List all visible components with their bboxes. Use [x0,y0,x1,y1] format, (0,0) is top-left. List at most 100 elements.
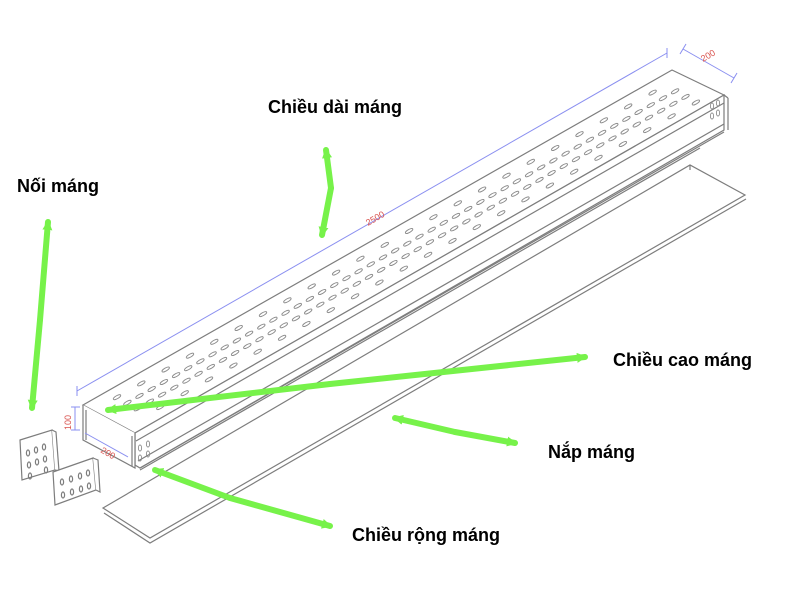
perforation-slot [389,260,398,266]
perforation-slot [210,338,219,345]
perforation-slot [123,399,132,406]
perforation-slot [559,163,568,170]
perforation-slot [307,283,316,290]
perforation-slot [547,170,556,176]
perforation-slot [378,254,388,261]
dimension-length: 2500 [364,209,386,228]
perforation-slot [622,115,631,122]
perforation-slot [161,366,170,373]
perforation-slot [464,205,473,212]
perforation-slot [135,392,144,399]
perforation-slot [159,379,169,385]
perforation-slot [599,117,609,124]
perforation-slot [234,325,243,331]
perforation-slot [399,265,408,272]
side-hole [715,99,721,107]
perforation-slot [244,330,254,337]
cover-arrow-right [452,429,518,447]
perforation-slot [316,301,325,308]
side-hole [137,454,143,462]
perforation-slot [537,164,546,171]
perforation-slot [401,253,410,260]
perforation-slot [610,122,619,129]
label-tray-width: Chiều rộng máng [352,525,500,545]
perforation-slot [342,275,351,282]
perforation-slot [157,391,167,398]
perforation-slot [583,149,593,156]
perforation-slot [498,197,508,204]
perforation-slot [425,239,435,246]
perforation-slot [476,199,485,205]
perforation-slot [429,214,438,221]
perforation-slot [448,237,457,244]
perforation-slot [380,241,389,248]
perforation-slot [524,171,534,178]
side-hole [709,102,715,110]
perforation-slot [477,186,487,193]
perforation-slot [230,350,240,356]
label-tray-cover: Nắp máng [548,442,636,462]
perforation-slot [451,212,461,219]
perforation-slot [681,93,690,100]
side-hole [709,112,715,120]
perforation-slot [437,232,447,239]
perforation-slot [253,348,262,355]
perforation-slot [218,356,228,363]
perforation-slot [267,329,276,336]
perforation-slot [413,246,422,253]
side-hole [715,109,721,117]
perforation-slot [545,182,555,189]
perforation-slot [377,266,386,273]
perforation-slot [112,394,122,401]
connector-plate-1 [19,429,60,481]
length-arrow-down [318,185,334,238]
perforation-slot [502,172,511,179]
perforation-slot [185,352,195,359]
perforation-slot [512,178,522,185]
perforation-slot [597,129,607,136]
perforation-slot [255,336,264,343]
perforation-slot [257,323,266,330]
width-bottom-dimension-line [84,432,129,458]
perforation-slot [423,251,433,258]
perforation-slot [523,183,532,190]
side-hole [145,450,151,458]
perforation-slot [500,185,509,192]
perforation-slot [620,128,629,135]
perforation-slot [283,297,292,304]
perforation-slot [243,343,252,350]
perforation-slot [258,311,268,318]
perforation-slot [170,384,179,391]
perforation-slot [427,226,436,233]
perforation-slot [575,131,584,138]
perforation-slot [147,386,156,392]
perforation-slot [646,102,655,109]
dimension-height: 100 [63,415,73,430]
perforation-slot [304,308,313,315]
tray-side-holes [137,99,721,462]
perforation-slot [208,351,217,358]
perforation-slot [328,294,337,301]
perforation-slot [670,88,680,95]
perforation-slot [220,344,229,351]
perforation-slot [293,302,302,309]
height-arrow-right [327,352,588,387]
perforation-slot [570,168,579,175]
label-tray-connector: Nối máng [17,176,100,196]
perforation-slot [535,176,544,183]
length-arrow-up [322,147,334,191]
perforation-slot [171,372,181,379]
perforation-slot [658,95,668,102]
height-arrow-left [105,381,333,415]
perforation-slot [137,380,146,387]
perforation-slot [331,269,341,276]
perforation-slot [232,337,242,344]
width-arrow-right [227,495,333,529]
perforation-slot [229,362,238,369]
perforation-slot [551,145,560,151]
perforation-slot [277,334,287,341]
perforation-slot [326,307,335,314]
perforation-slot [317,289,327,295]
